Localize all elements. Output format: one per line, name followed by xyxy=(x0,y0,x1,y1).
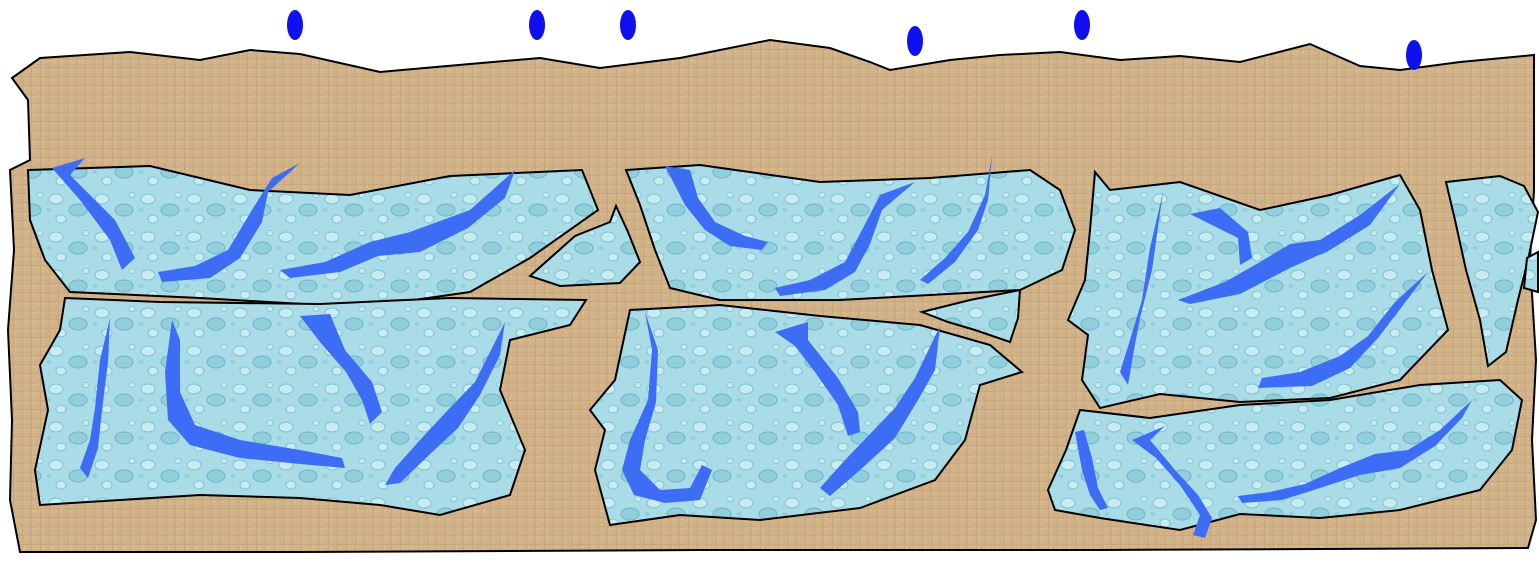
raindrop xyxy=(1074,10,1090,40)
raindrop xyxy=(1406,40,1422,70)
raindrop xyxy=(287,10,303,40)
raindrop xyxy=(529,10,545,40)
aggregate xyxy=(1524,252,1538,292)
raindrop xyxy=(907,26,923,56)
raindrop xyxy=(620,10,636,40)
